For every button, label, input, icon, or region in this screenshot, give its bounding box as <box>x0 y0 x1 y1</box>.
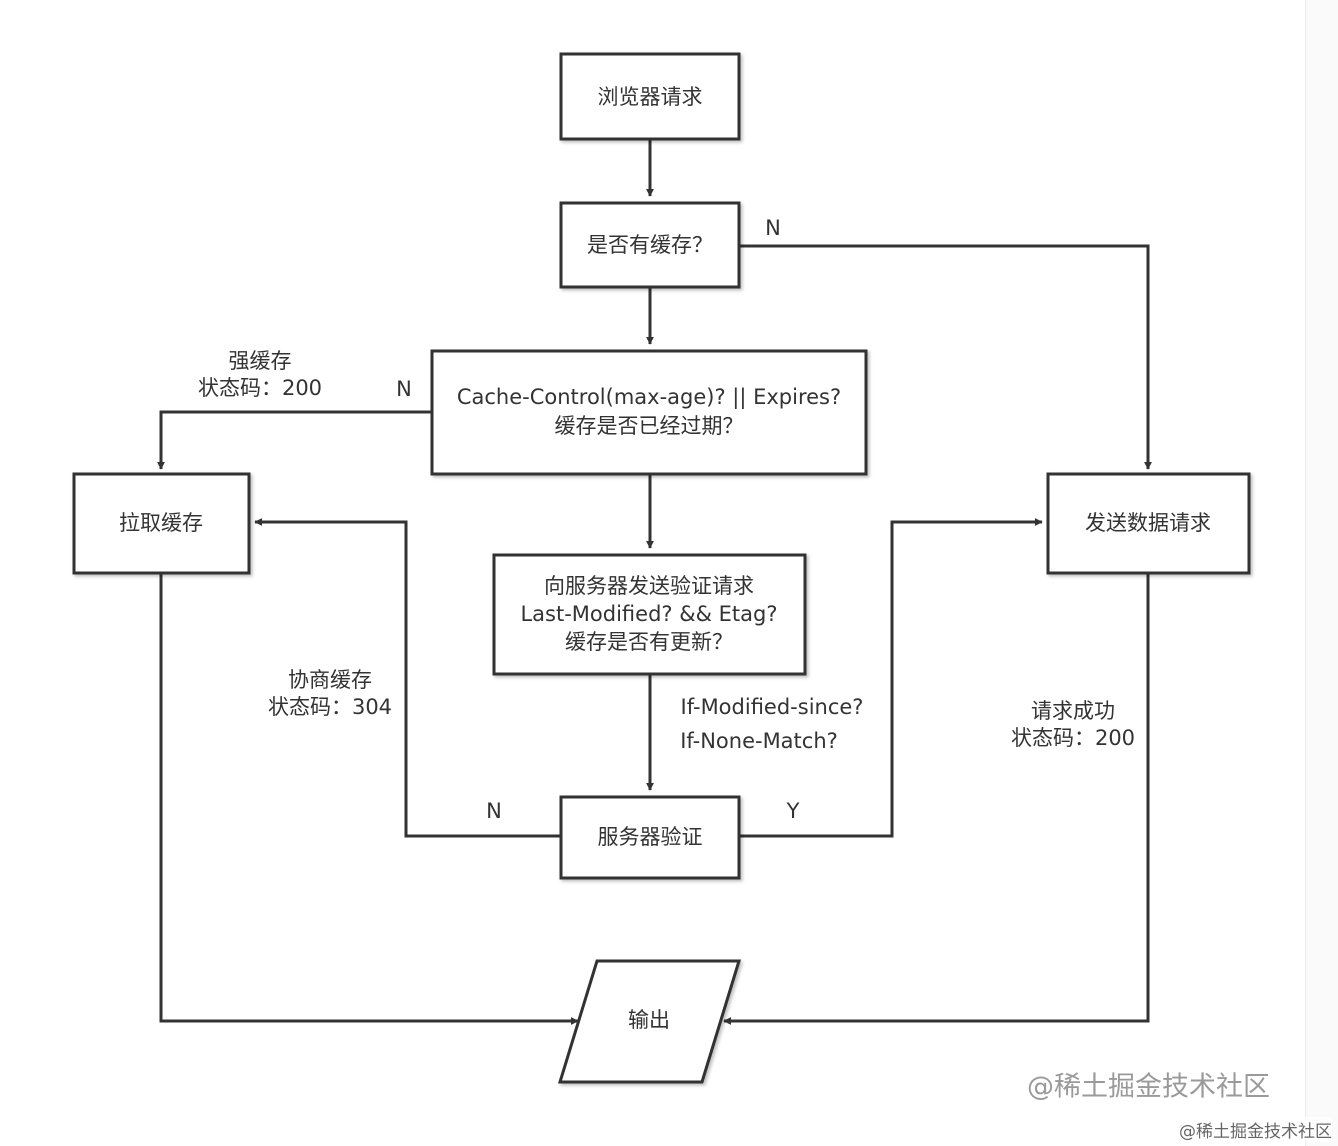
edge-send-to-output <box>723 574 1150 1025</box>
label-negotiate-line2: 状态码：304 <box>268 695 392 719</box>
node-send-request <box>1046 472 1251 575</box>
label-no-cache-n: N <box>765 216 781 240</box>
node-browser-request-label: 浏览器请求 <box>598 85 703 109</box>
node-browser-request <box>559 52 741 141</box>
node-output-label: 输出 <box>628 1008 670 1032</box>
node-server-validate <box>559 795 741 880</box>
label-not-expired-n: N <box>396 377 412 401</box>
node-server-validate-label: 服务器验证 <box>598 825 703 849</box>
node-cache-control-line1: Cache-Control(max-age)? || Expires? <box>457 385 841 410</box>
connectors <box>157 140 1152 1025</box>
page-edge-strip <box>1305 0 1338 1146</box>
label-if-none-match: If-None-Match? <box>680 729 838 753</box>
node-pull-cache-label: 拉取缓存 <box>119 511 203 535</box>
watermark-corner: @稀土掘金技术社区 <box>1179 1117 1332 1142</box>
node-validate-line2: Last-Modified? && Etag? <box>520 602 777 626</box>
node-cache-control-line2: 缓存是否已经过期？ <box>555 414 744 438</box>
label-success-line1: 请求成功 <box>1031 699 1115 723</box>
label-server-no-n: N <box>486 799 502 823</box>
cache-flowchart: 浏览器请求 是否有缓存？ Cache-Control(max-age)? || … <box>72 52 1270 1103</box>
node-has-cache-label: 是否有缓存？ <box>587 233 713 257</box>
label-negotiate-line1: 协商缓存 <box>288 668 372 692</box>
edge-pull-to-output <box>159 574 579 1025</box>
label-strong-cache-line1: 强缓存 <box>229 349 292 373</box>
node-validate-line3: 缓存是否有更新？ <box>565 630 733 654</box>
edge-cachecontrol-no-to-pull <box>157 410 432 470</box>
label-success-line2: 状态码：200 <box>1011 726 1135 750</box>
node-validate-line1: 向服务器发送验证请求 <box>544 574 754 598</box>
label-if-modified-since: If-Modified-since? <box>681 695 864 719</box>
label-strong-cache-line2: 状态码：200 <box>198 376 322 400</box>
node-has-cache <box>559 201 741 289</box>
node-send-request-label: 发送数据请求 <box>1085 511 1211 535</box>
watermark-main: @稀土掘金技术社区 <box>1027 1072 1270 1103</box>
node-output <box>557 959 742 1084</box>
edge-server-yes-to-send <box>739 518 1043 838</box>
edge-server-no-to-pull <box>254 518 561 838</box>
label-server-yes-y: Y <box>786 799 800 823</box>
node-cache-control <box>430 349 868 476</box>
node-validate-request <box>492 553 807 676</box>
node-pull-cache <box>72 472 251 575</box>
edge-hascache-no-to-send <box>740 244 1152 470</box>
